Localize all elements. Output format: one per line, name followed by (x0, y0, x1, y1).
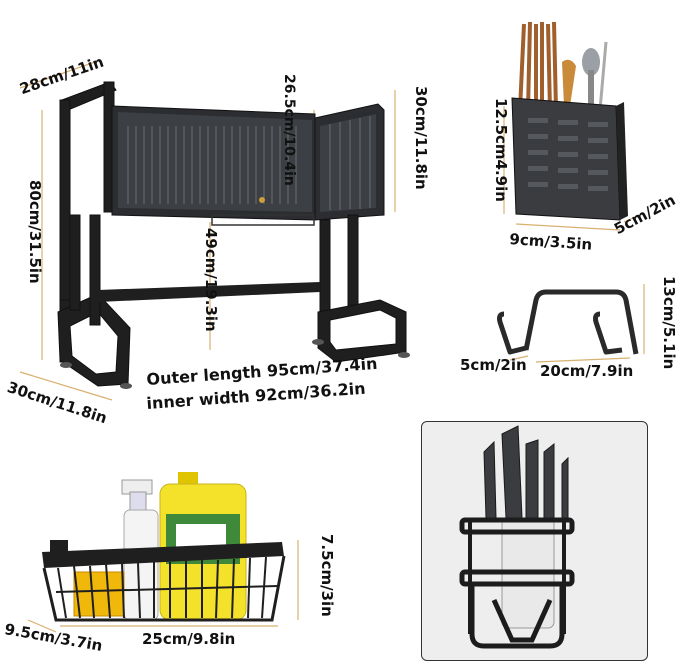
knife-block-panel (421, 421, 648, 661)
side-height-label: 30cm/11.8in (412, 86, 430, 190)
hook-height-label: 13cm/5.1in (660, 276, 678, 370)
inner-height-label: 49cm/19.3in (202, 228, 220, 332)
holder-height-label: 12.5cm4.9in (492, 98, 510, 202)
wire-basket-icon (27, 472, 299, 633)
shelf-rack-icon (19, 61, 410, 401)
main-rack-panel: 28cm/11in 80cm/31.5in 26.5cm/10.4in 30cm… (0, 0, 430, 430)
hook-width-label: 20cm/7.9in (540, 362, 634, 380)
rack-height-label: 80cm/31.5in (26, 180, 44, 284)
hook-bar-icon (497, 284, 645, 363)
basket-height-label: 7.5cm/3in (318, 534, 336, 617)
utensil-holder-icon (503, 21, 643, 231)
hook-panel: 13cm/5.1in 5cm/2in 20cm/7.9in (450, 270, 679, 390)
cabinet-height-label: 26.5cm/10.4in (281, 74, 297, 186)
basket-panel: 7.5cm/3in 9.5cm/3.7in 25cm/9.8in (0, 460, 336, 668)
basket-width-label: 25cm/9.8in (142, 630, 236, 648)
knife-block-icon (459, 425, 575, 649)
hook-depth-label: 5cm/2in (460, 356, 527, 374)
utensil-holder-panel: 12.5cm4.9in 9cm/3.5in 5cm/2in (470, 10, 679, 260)
